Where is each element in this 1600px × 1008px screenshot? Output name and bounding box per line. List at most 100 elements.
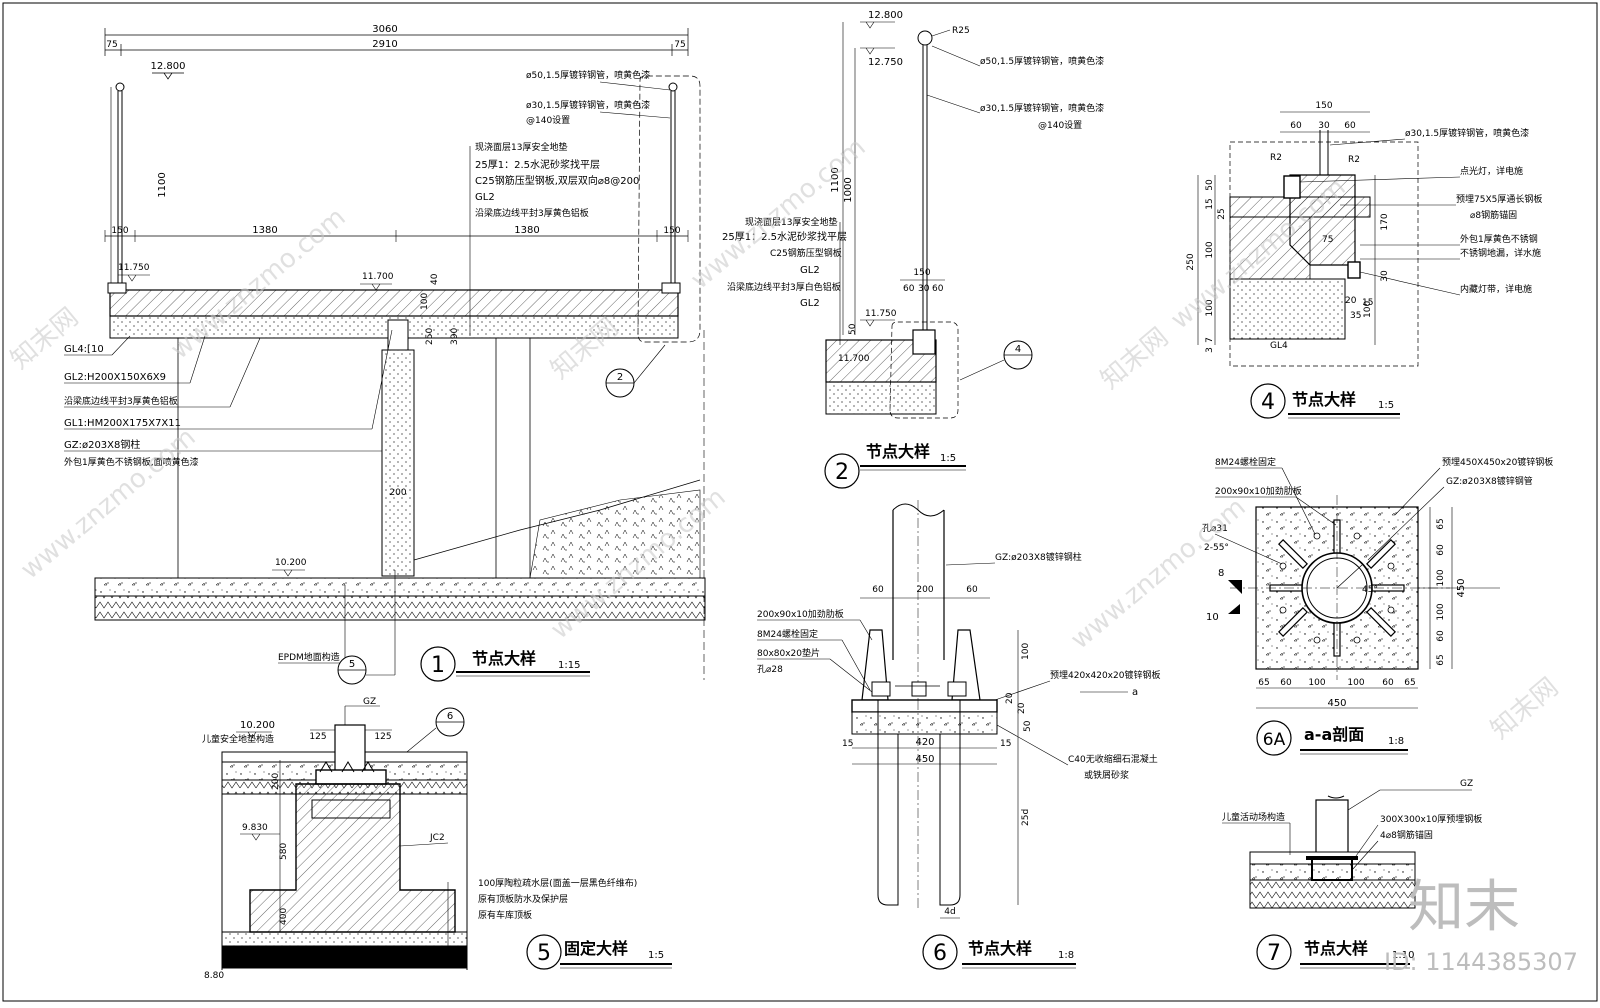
d6-note-7: 或铁屑砂浆 xyxy=(1084,769,1129,781)
d5-title-number: 5 xyxy=(537,941,551,966)
d6-dim-20b: 20 xyxy=(1017,702,1027,714)
d1-title-number: 1 xyxy=(431,653,445,678)
d1-scale: 1:15 xyxy=(558,660,580,671)
d5-ref-6: 6 xyxy=(447,711,453,722)
d6-dim-420: 420 xyxy=(915,737,934,748)
d4-dim-3: 3 xyxy=(1205,347,1215,353)
d4-dim-30: 30 xyxy=(1318,121,1330,131)
d4-dim-50: 50 xyxy=(1205,179,1215,191)
d6a-r65a: 65 xyxy=(1436,518,1446,529)
d4-dim-150: 150 xyxy=(1315,101,1332,111)
d1-elev-10200: 10.200 xyxy=(275,558,307,568)
wm-site-3: www.znzmo.com xyxy=(685,132,871,295)
d5-note-3: 原有车库顶板 xyxy=(478,909,532,921)
d6-dim-60a: 60 xyxy=(872,585,884,595)
wm-logo: 知末 xyxy=(1408,875,1520,940)
d5-note-1: 100厚陶粒疏水层(面盖一层黑色纤维布) xyxy=(478,877,637,889)
d4-r2-right: R2 xyxy=(1348,155,1360,165)
d1-title: 节点大样 xyxy=(472,649,536,668)
d4-dim-25: 25 xyxy=(1217,208,1227,219)
d2-elev-12750: 12.750 xyxy=(868,57,903,68)
d2-dim-1000: 1000 xyxy=(843,177,854,202)
d5-gz: GZ xyxy=(363,697,376,707)
d1-dim-200: 200 xyxy=(389,488,406,498)
d6a-n10: 10 xyxy=(1206,612,1219,623)
d6-note-5: 预埋420x420x20镀锌钢板 xyxy=(1050,669,1160,681)
d1-left-note-2: 沿梁底边线平封3厚黄色铝板 xyxy=(64,395,178,407)
d2-elev-12800: 12.800 xyxy=(868,10,903,21)
d6-note-4: 孔⌀28 xyxy=(757,664,783,675)
d5-dim-580: 580 xyxy=(279,843,289,860)
d1-dim-1100: 1100 xyxy=(157,172,168,197)
d4-note-4: 外包1厚黄色不锈钢 xyxy=(1460,233,1538,245)
d1-ref-2: 2 xyxy=(617,372,623,383)
d1-slab xyxy=(109,289,679,317)
d6a-angle: 45° xyxy=(1362,585,1378,595)
d4-dim-170: 170 xyxy=(1380,213,1390,230)
d2-r25: R25 xyxy=(952,26,970,36)
d4-dim-100a: 100 xyxy=(1205,241,1215,258)
d2-left-note-2: C25钢筋压型钢板 xyxy=(770,247,842,259)
d1-ref-5: 5 xyxy=(349,659,355,670)
d2-dim-30: 30 xyxy=(918,284,930,294)
d2-dim-50: 50 xyxy=(848,323,858,335)
d1-left-note-1: GL2:H200X150X6X9 xyxy=(64,372,166,383)
d7-title: 节点大样 xyxy=(1304,939,1368,958)
d1-note-0: ø50,1.5厚镀锌钢管，喷黄色漆 xyxy=(526,69,650,81)
d6-dim-4d: 4d xyxy=(944,907,955,917)
d2-left-note-0: 现浇面层13厚安全地垫 xyxy=(745,216,837,228)
d2-scale: 1:5 xyxy=(940,453,956,464)
d4-note-6: 内藏灯带，详电施 xyxy=(1460,283,1532,295)
d5-dim-h200: 200 xyxy=(271,773,281,790)
d6a-b65a: 65 xyxy=(1258,678,1269,688)
d6a-r60a: 60 xyxy=(1436,544,1446,556)
d4-r2-left: R2 xyxy=(1270,153,1282,163)
d6a-note-2: 200x90x10加劲肋板 xyxy=(1215,485,1302,497)
detail-4: 150 60 30 60 ø30,1.5厚镀锌钢管，喷黄色漆 R2 R2 250… xyxy=(1186,101,1542,419)
d2-elev-11700: 11.700 xyxy=(838,354,870,364)
d4-note-1: 点光灯，详电施 xyxy=(1460,165,1523,177)
d5-dim-400: 400 xyxy=(279,908,289,925)
d6-title: 节点大样 xyxy=(968,939,1032,958)
d5-jc2: JC2 xyxy=(429,833,445,843)
d2-elev-11750: 11.750 xyxy=(865,309,897,319)
d6-title-number: 6 xyxy=(933,941,947,966)
d1-note-7: 沿梁底边线平封3厚黄色铝板 xyxy=(475,207,589,219)
d7-title-number: 7 xyxy=(1267,941,1281,966)
d6a-b60a: 60 xyxy=(1280,678,1292,688)
d6-note-2: 8M24螺栓固定 xyxy=(757,628,818,640)
d4-title-number: 4 xyxy=(1261,390,1275,415)
d4-dim-75: 75 xyxy=(1322,235,1333,245)
d4-dim-35: 35 xyxy=(1350,311,1361,321)
d1-dim-total: 3060 xyxy=(372,24,397,35)
d1-column xyxy=(381,349,415,577)
d6a-note-0: 8M24螺栓固定 xyxy=(1215,456,1276,468)
d6a-n8: 8 xyxy=(1218,568,1224,579)
d4-dim-100b: 100 xyxy=(1205,299,1215,316)
d4-dim-100c: 100 xyxy=(1363,301,1373,318)
d6-note-1: 200x90x10加劲肋板 xyxy=(757,608,844,620)
d6-dim-20a: 20 xyxy=(1005,692,1015,704)
d6-dim-50: 50 xyxy=(1023,720,1033,732)
d5-dim-125b: 125 xyxy=(374,732,391,742)
d1-left-note-0: GL4:[10 xyxy=(64,344,104,355)
detail-1: 3060 2910 75 75 12.800 1100 150 1380 138… xyxy=(64,24,706,685)
d2-ref-4: 4 xyxy=(1015,344,1021,355)
wm-id: ID: 1144385307 xyxy=(1384,948,1578,976)
d6a-b65b: 65 xyxy=(1404,678,1415,688)
d6-dim-25d: 25d xyxy=(1021,809,1031,826)
d2-note-2: @140设置 xyxy=(1038,120,1082,131)
d6a-scale: 1:8 xyxy=(1388,736,1404,747)
wm-brand-1: 知末网 xyxy=(5,302,84,375)
d4-gl4: GL4 xyxy=(1270,341,1288,351)
d1-elev-11700: 11.700 xyxy=(362,272,394,282)
d1-dim-inner: 2910 xyxy=(372,39,397,50)
d5-title: 固定大样 xyxy=(564,939,628,958)
d4-dim-15b: 15 xyxy=(1362,298,1373,308)
d1-note-5: C25钢筋压型钢板,双层双向⌀8@200 xyxy=(475,174,639,187)
d6a-note-3: GZ:ø203X8镀锌钢管 xyxy=(1446,475,1533,487)
d6a-b100a: 100 xyxy=(1308,678,1325,688)
detail-6: GZ:ø203X8镀锌钢柱 60 200 60 200x90x10加劲肋板 8M… xyxy=(757,500,1160,970)
d2-left-note-3: GL2 xyxy=(800,265,820,276)
